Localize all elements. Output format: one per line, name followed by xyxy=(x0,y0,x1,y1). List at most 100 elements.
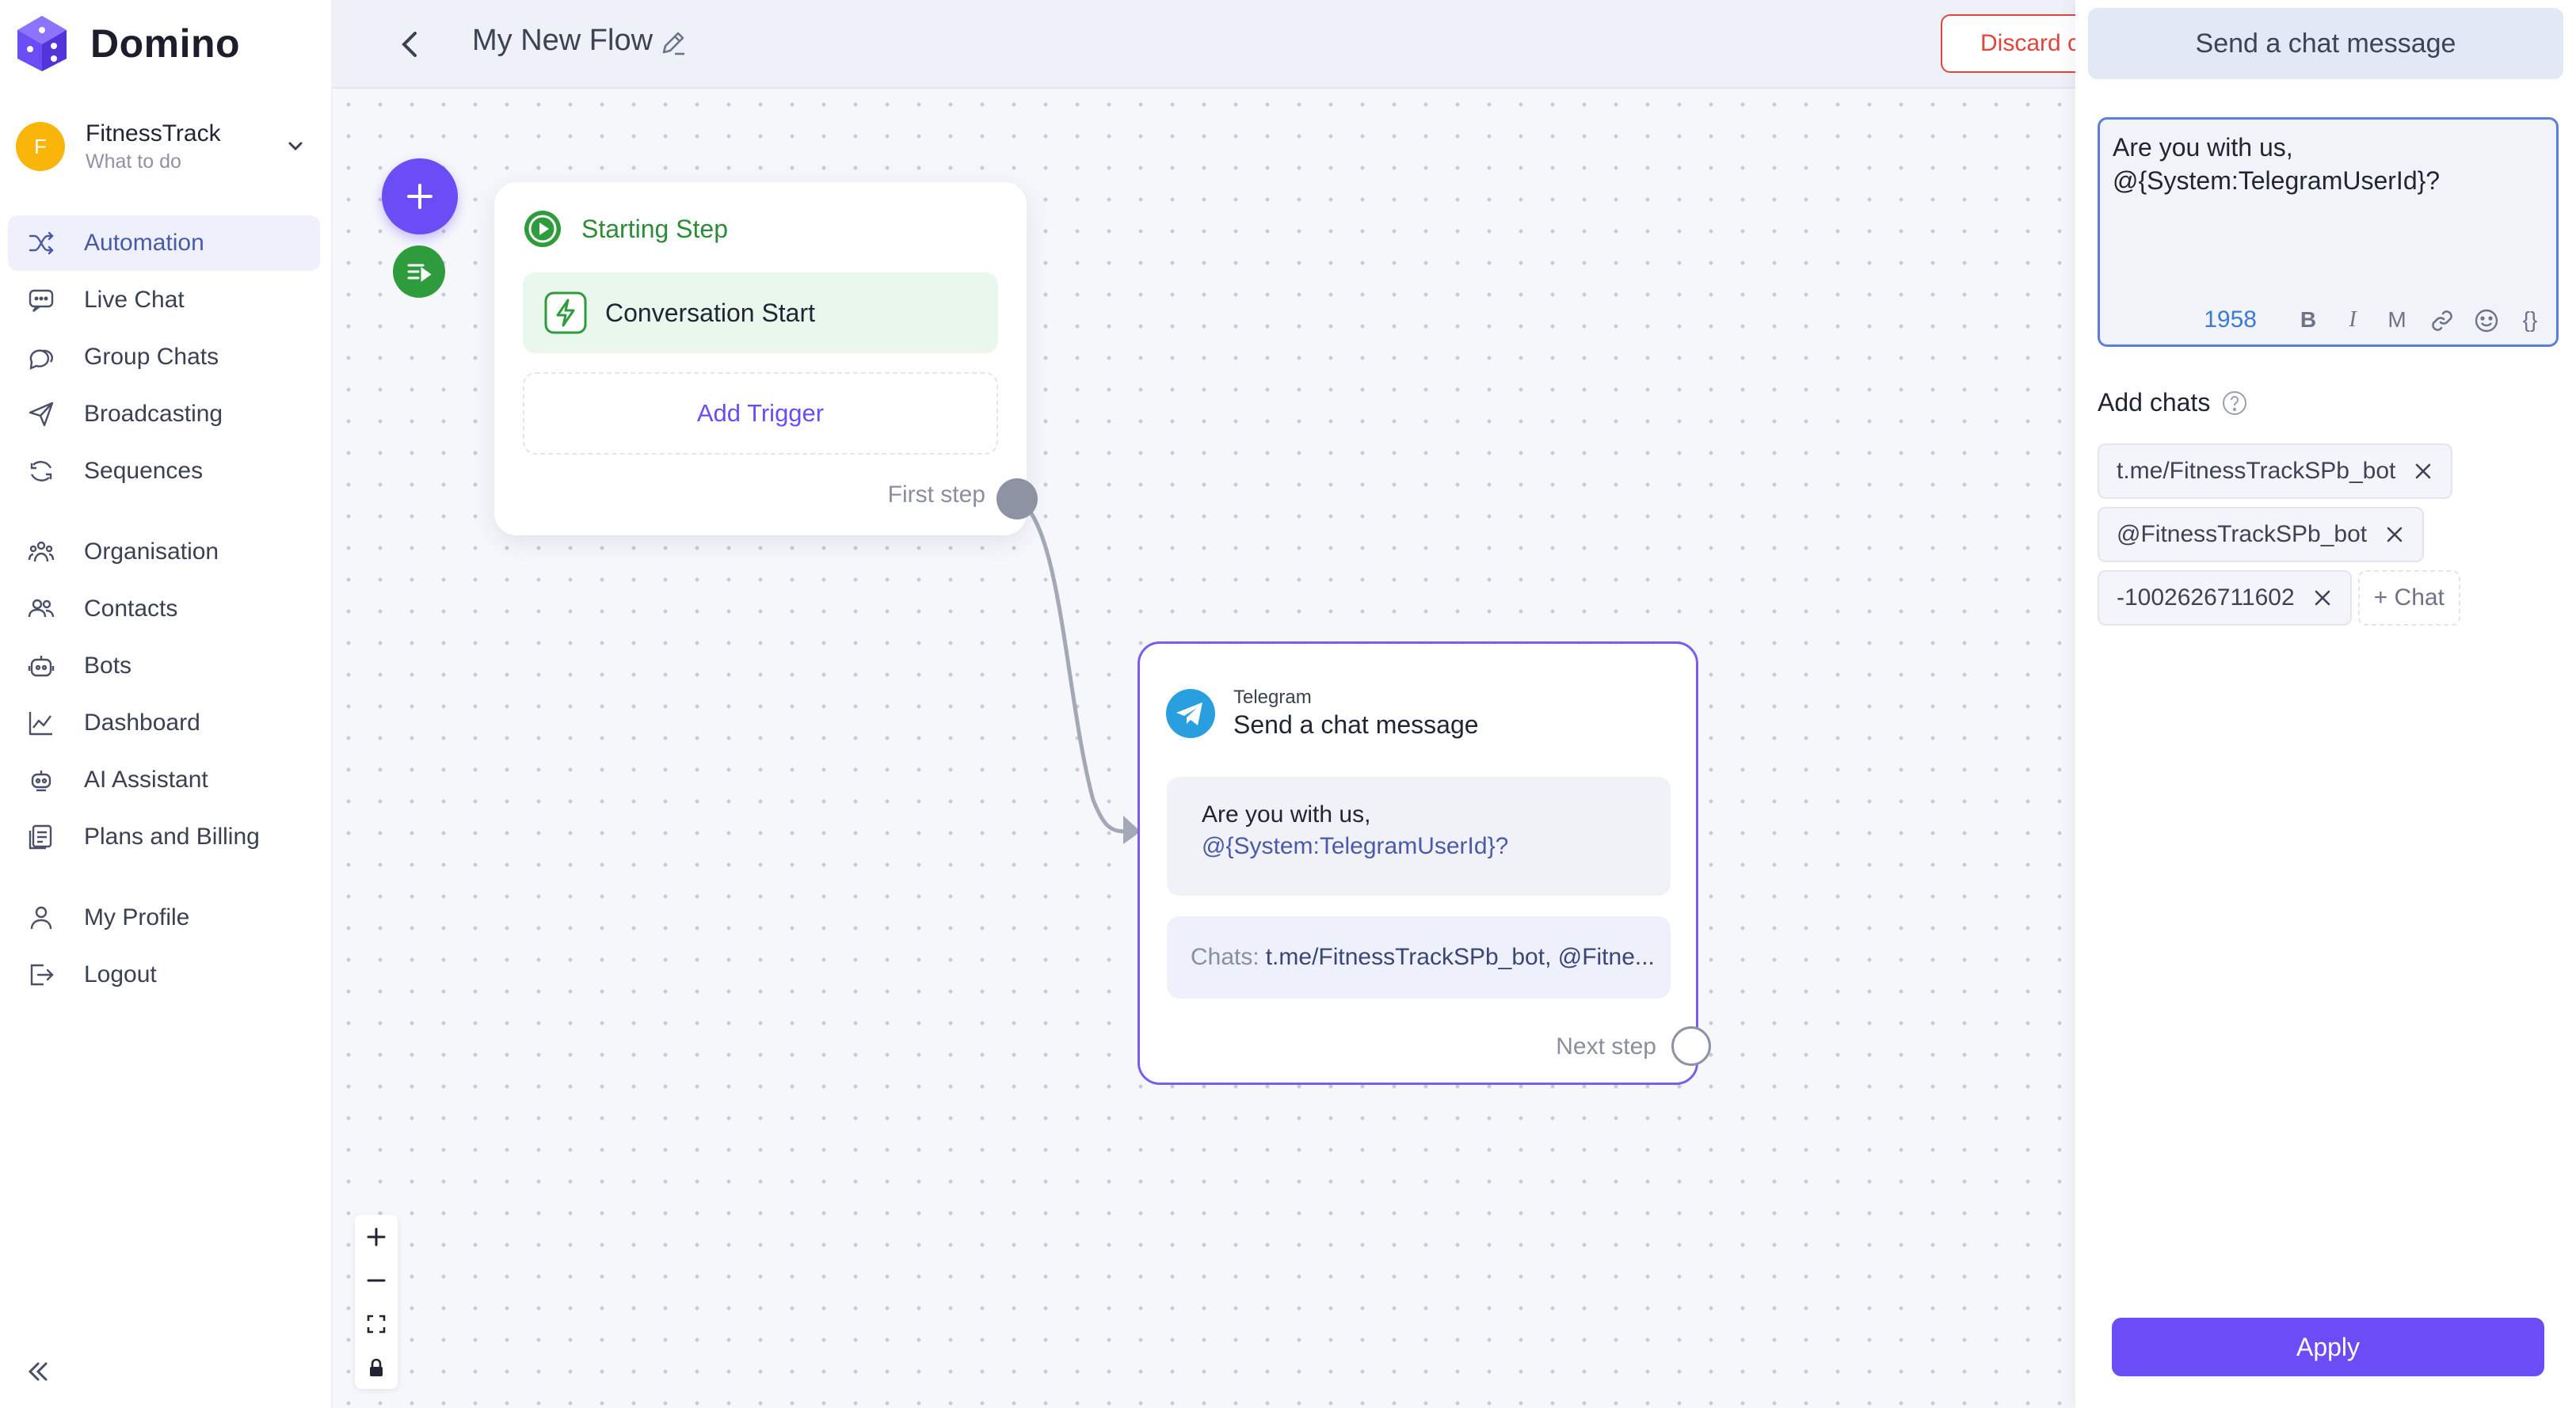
starting-step-title: Starting Step xyxy=(581,214,728,243)
flow-title[interactable]: My New Flow xyxy=(472,24,654,57)
sidebar-item-live-chat[interactable]: Live Chat xyxy=(8,272,320,328)
add-node-button[interactable] xyxy=(382,158,458,234)
first-step-handle[interactable] xyxy=(996,478,1038,519)
sidebar-item-label: Live Chat xyxy=(84,287,185,313)
plus-icon xyxy=(407,184,433,209)
fit-view-button[interactable] xyxy=(355,1302,398,1345)
starting-step-node[interactable]: Starting Step Conversation Start Add Tri… xyxy=(494,182,1027,535)
help-circle-icon[interactable] xyxy=(2221,390,2248,417)
sidebar-item-label: Logout xyxy=(84,961,157,988)
chevron-down-icon[interactable] xyxy=(284,135,307,158)
editor-line: @{System:TelegramUserId}? xyxy=(2113,166,2441,195)
bot-icon xyxy=(24,649,59,683)
back-arrow-icon[interactable] xyxy=(393,27,428,62)
chat-chip[interactable]: t.me/FitnessTrackSPb_bot xyxy=(2098,443,2453,499)
flow-list-button[interactable] xyxy=(393,245,445,298)
sidebar-nav: Automation Live Chat Group Chats Broadca… xyxy=(8,215,320,1004)
logout-icon xyxy=(24,957,59,992)
list-play-icon xyxy=(407,264,432,282)
logo[interactable]: Domino xyxy=(14,14,240,73)
sidebar-item-label: Group Chats xyxy=(84,344,219,370)
telegram-send-message-node[interactable]: Telegram Send a chat message Are you wit… xyxy=(1137,641,1698,1085)
org-name: FitnessTrack xyxy=(86,120,221,147)
sidebar: Domino F FitnessTrack What to do Automat… xyxy=(0,0,333,1408)
emoji-button[interactable] xyxy=(2474,306,2498,333)
message-editor[interactable]: Are you with us, @{System:TelegramUserId… xyxy=(2098,117,2559,347)
close-icon[interactable] xyxy=(2384,524,2405,545)
zoom-in-button[interactable] xyxy=(355,1215,398,1258)
char-count: 1958 xyxy=(2204,306,2257,333)
sidebar-item-bots[interactable]: Bots xyxy=(8,638,320,694)
next-step-handle[interactable] xyxy=(1671,1026,1711,1066)
play-circle-icon xyxy=(524,211,561,247)
pencil-icon[interactable] xyxy=(657,27,689,59)
sidebar-item-my-profile[interactable]: My Profile xyxy=(8,890,320,946)
telegram-icon xyxy=(1166,688,1215,738)
sidebar-item-contacts[interactable]: Contacts xyxy=(8,581,320,637)
add-trigger-button[interactable]: Add Trigger xyxy=(523,372,998,455)
message-variable: @{System:TelegramUserId}? xyxy=(1202,833,1509,859)
close-icon[interactable] xyxy=(2413,461,2433,481)
node-title: Send a chat message xyxy=(1233,710,1479,739)
sidebar-item-automation[interactable]: Automation xyxy=(8,215,320,271)
flow-toolbar: My New Flow Discard c xyxy=(333,0,2147,89)
billing-icon xyxy=(24,820,59,854)
contacts-icon xyxy=(24,592,59,626)
sequence-icon xyxy=(24,454,59,489)
ai-robot-icon xyxy=(24,763,59,797)
message-line: Are you with us, xyxy=(1202,801,1371,828)
editor-line: Are you with us, xyxy=(2113,133,2293,162)
italic-button[interactable]: I xyxy=(2349,307,2357,332)
user-icon xyxy=(24,900,59,935)
add-chat-button[interactable]: + Chat xyxy=(2357,570,2460,626)
sidebar-item-label: Contacts xyxy=(84,596,178,622)
sidebar-item-organisation[interactable]: Organisation xyxy=(8,524,320,580)
add-chats-label: Add chats xyxy=(2098,388,2211,417)
sidebar-item-label: AI Assistant xyxy=(84,767,208,793)
sidebar-item-label: My Profile xyxy=(84,904,190,930)
group-chat-icon xyxy=(24,340,59,375)
bold-button[interactable]: B xyxy=(2300,307,2317,332)
shuffle-icon xyxy=(24,226,59,261)
lock-icon xyxy=(370,1358,383,1376)
org-subtitle: What to do xyxy=(86,150,181,173)
sidebar-item-label: Broadcasting xyxy=(84,401,223,427)
link-button[interactable] xyxy=(2429,306,2453,333)
lock-button[interactable] xyxy=(355,1345,398,1389)
zoom-out-button[interactable] xyxy=(355,1258,398,1302)
org-switcher[interactable]: F FitnessTrack What to do xyxy=(16,111,317,182)
sidebar-item-ai-assistant[interactable]: AI Assistant xyxy=(8,752,320,808)
sidebar-item-broadcasting[interactable]: Broadcasting xyxy=(8,386,320,442)
message-preview[interactable]: Are you with us, @{System:TelegramUserId… xyxy=(1167,777,1671,896)
organisation-icon xyxy=(24,535,59,569)
sidebar-item-dashboard[interactable]: Dashboard xyxy=(8,695,320,751)
trigger-label: Conversation Start xyxy=(605,298,816,327)
fit-view-icon xyxy=(367,1315,386,1333)
chat-chip-label: t.me/FitnessTrackSPb_bot xyxy=(2117,458,2396,484)
step-settings-panel: Send a chat message Are you with us, @{S… xyxy=(2075,0,2576,1408)
chats-preview[interactable]: Chats: t.me/FitnessTrackSPb_bot, @Fitne.… xyxy=(1167,916,1671,999)
close-icon[interactable] xyxy=(2312,588,2333,608)
sidebar-item-logout[interactable]: Logout xyxy=(8,947,320,1003)
editor-toolbar: 1958 B I M {} xyxy=(2204,306,2542,333)
smiley-icon xyxy=(2475,309,2498,332)
variables-button[interactable]: {} xyxy=(2522,307,2538,332)
chat-chip-label: -1002626711602 xyxy=(2117,584,2295,611)
collapse-sidebar-icon[interactable] xyxy=(22,1356,54,1387)
minus-icon xyxy=(367,1279,386,1281)
chat-chip[interactable]: @FitnessTrackSPb_bot xyxy=(2098,507,2425,562)
apply-button[interactable]: Apply xyxy=(2112,1318,2544,1376)
sidebar-item-group-chats[interactable]: Group Chats xyxy=(8,329,320,385)
app-name: Domino xyxy=(90,21,241,66)
sidebar-item-sequences[interactable]: Sequences xyxy=(8,443,320,499)
next-step-label: Next step xyxy=(1556,1033,1656,1060)
sidebar-item-plans-billing[interactable]: Plans and Billing xyxy=(8,809,320,865)
link-icon xyxy=(2432,310,2452,331)
trigger-item[interactable]: Conversation Start xyxy=(523,272,998,353)
chat-chip-label: @FitnessTrackSPb_bot xyxy=(2117,521,2368,547)
chat-chip[interactable]: -1002626711602 xyxy=(2098,570,2352,626)
sidebar-item-label: Plans and Billing xyxy=(84,824,260,850)
monospace-button[interactable]: M xyxy=(2387,307,2406,332)
panel-title: Send a chat message xyxy=(2088,8,2563,79)
message-editor-text[interactable]: Are you with us, @{System:TelegramUserId… xyxy=(2113,131,2540,197)
